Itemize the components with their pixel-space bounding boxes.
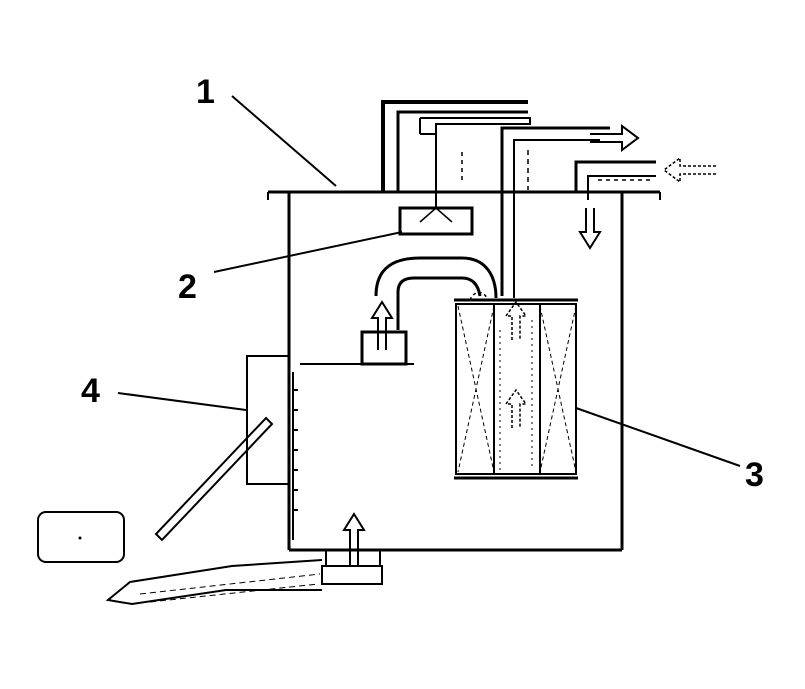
leader-line-2 <box>213 231 403 273</box>
cap-element <box>398 192 474 236</box>
callout-1: 1 <box>196 73 215 111</box>
callout-2: 2 <box>178 268 197 306</box>
pump-block <box>300 330 414 366</box>
strainer <box>105 559 323 606</box>
leader-line-1 <box>231 95 337 187</box>
indicator-dot <box>78 536 82 540</box>
callout-4: 4 <box>81 372 100 410</box>
level-sensor <box>154 355 290 542</box>
bottom-inlet <box>321 550 383 585</box>
filter-element <box>454 298 578 480</box>
transfer-pipe <box>374 256 498 330</box>
leader-line-4 <box>117 392 247 411</box>
leader-lines <box>117 95 741 467</box>
callout-3: 3 <box>745 456 764 494</box>
outlet-pipes <box>500 126 656 298</box>
flow-arrow-icon <box>342 124 716 566</box>
indicator-display <box>37 511 125 563</box>
filler-cap-assembly <box>381 100 531 192</box>
leader-line-3 <box>575 407 741 467</box>
reservoir-housing <box>267 190 661 552</box>
